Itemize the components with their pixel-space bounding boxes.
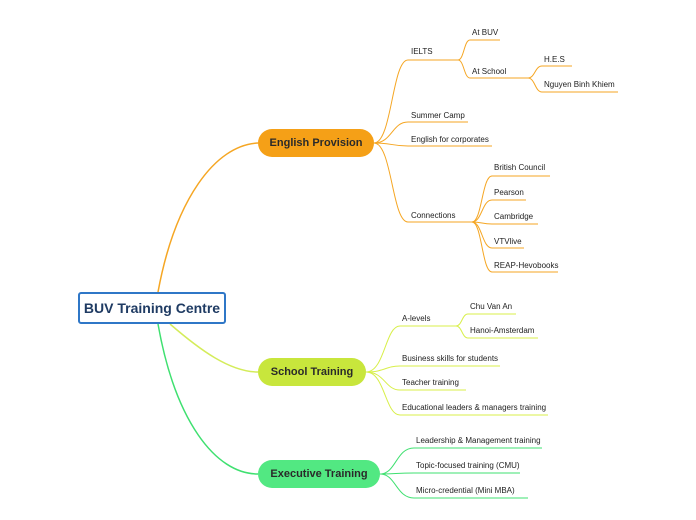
topic-english-for-corporates[interactable]: English for corporates [411, 135, 489, 144]
connector-english [157, 142, 259, 293]
topic-connections[interactable]: Connections [411, 211, 456, 220]
topic-micro-credential[interactable]: Micro-credential (Mini MBA) [416, 486, 515, 495]
topic-topic-focused-training[interactable]: Topic-focused training (CMU) [416, 461, 520, 470]
topic-summer-camp[interactable]: Summer Camp [411, 111, 465, 120]
topic-a-levels[interactable]: A-levels [402, 314, 431, 323]
topic-educational-leaders[interactable]: Educational leaders & managers training [402, 403, 547, 412]
subtopic-vtvlive[interactable]: VTVlive [494, 237, 522, 246]
topic-teacher-training[interactable]: Teacher training [402, 378, 459, 387]
subtopic-at-buv[interactable]: At BUV [472, 28, 499, 37]
root-node[interactable]: BUV Training Centre [78, 292, 226, 324]
subtopic-reap-hevobooks[interactable]: REAP-Hevobooks [494, 261, 559, 270]
branch-executive-training[interactable]: Executive Training [258, 460, 380, 488]
topic-business-skills[interactable]: Business skills for students [402, 354, 499, 363]
subtopic-chu-van-an[interactable]: Chu Van An [470, 302, 513, 311]
branch-school-training[interactable]: School Training [258, 358, 366, 386]
subtopic-hanoi-amsterdam[interactable]: Hanoi-Amsterdam [470, 326, 535, 335]
topic-ielts[interactable]: IELTS [411, 47, 433, 56]
branch-english-provision[interactable]: English Provision [258, 129, 374, 157]
subtopic-nguyen-binh-khiem[interactable]: Nguyen Binh Khiem [544, 80, 615, 89]
connector-executive [157, 323, 259, 475]
subtopic-hes[interactable]: H.E.S [544, 55, 565, 64]
subtopic-pearson[interactable]: Pearson [494, 188, 524, 197]
subtopic-at-school[interactable]: At School [472, 67, 507, 76]
topic-leadership-management[interactable]: Leadership & Management training [416, 436, 541, 445]
subtopic-cambridge[interactable]: Cambridge [494, 212, 534, 221]
subtopic-british-council[interactable]: British Council [494, 163, 546, 172]
connector-school [169, 323, 259, 373]
